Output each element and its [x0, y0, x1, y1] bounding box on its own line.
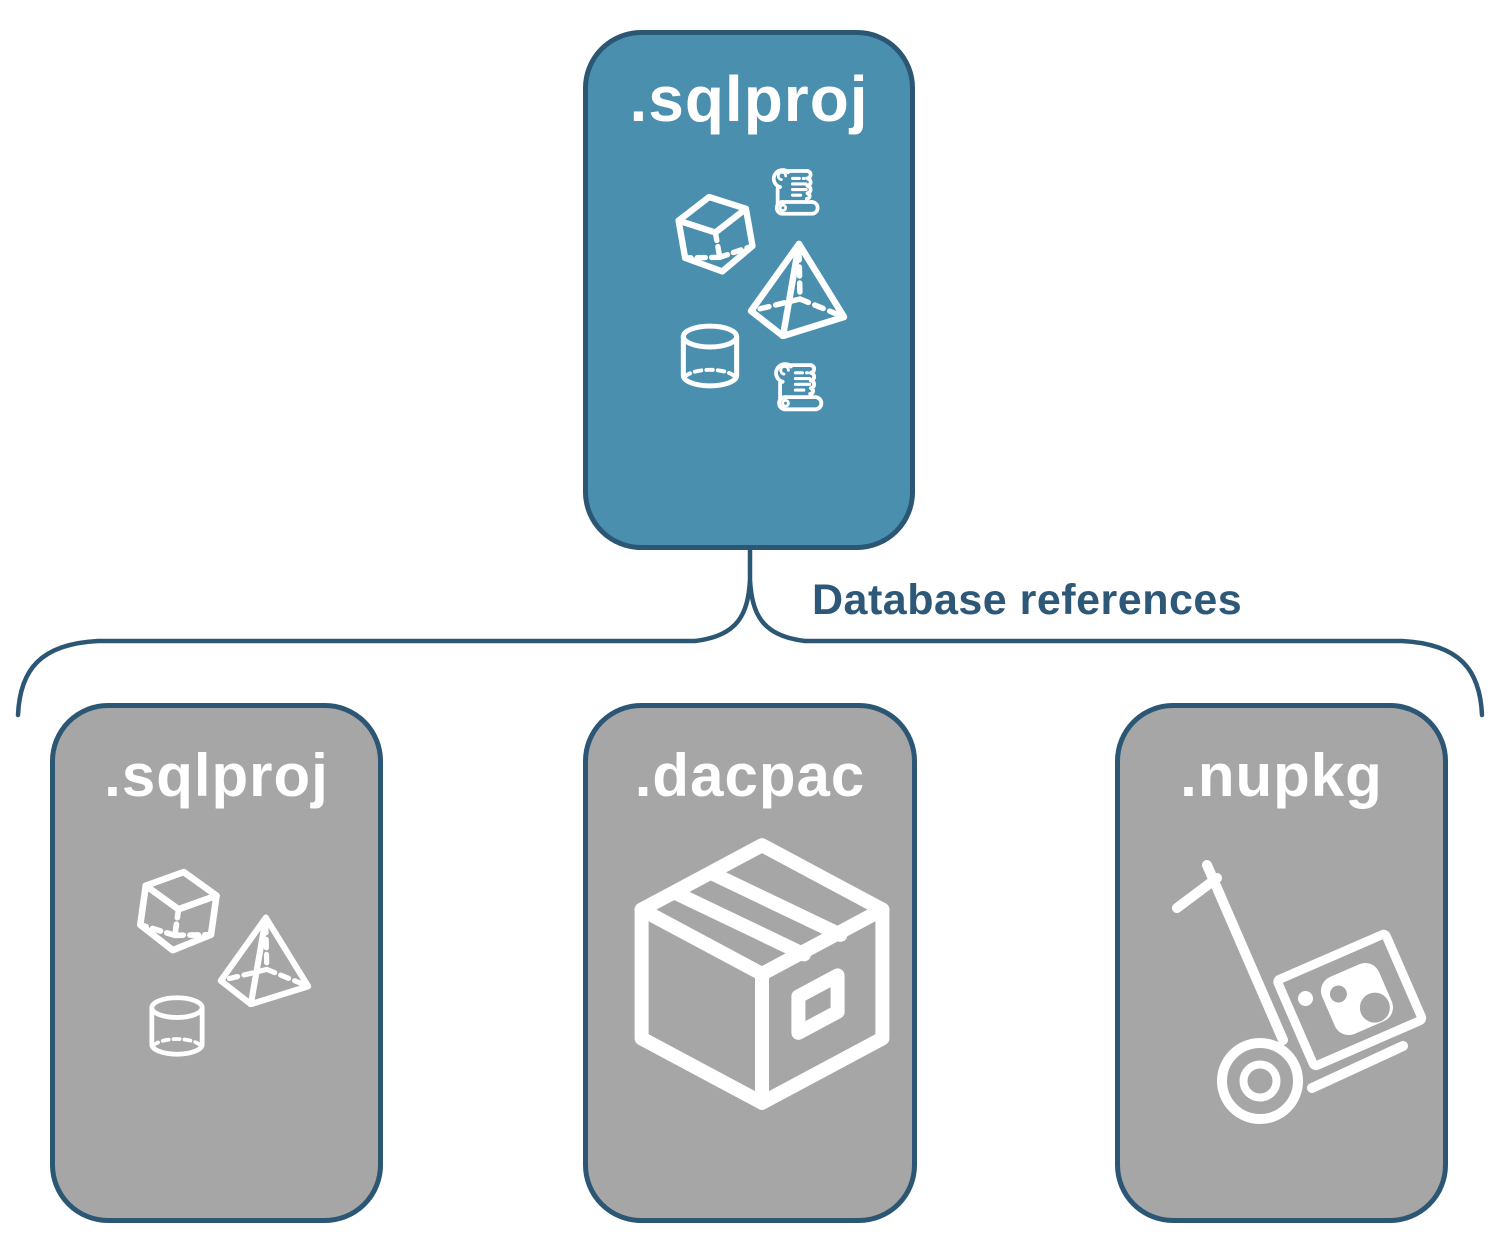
hand-truck-base	[1307, 1041, 1408, 1093]
scroll-icon	[766, 360, 830, 424]
hand-truck-hub	[1239, 1060, 1281, 1102]
nuget-package	[1273, 929, 1427, 1071]
scroll-icon	[764, 166, 826, 228]
pyramid-icon	[213, 913, 315, 1007]
node-root-sqlproj: .sqlproj	[583, 30, 915, 550]
pyramid-icon	[744, 239, 850, 339]
child-node-title: .sqlproj	[104, 742, 329, 809]
cylinder-icon	[674, 311, 746, 401]
cylinder-icon	[143, 983, 211, 1069]
child-node-title: .dacpac	[634, 742, 866, 809]
child-node-title: .nupkg	[1180, 742, 1383, 809]
connector-label: Database references	[812, 576, 1243, 624]
hand-truck-package-icon	[1172, 860, 1427, 1124]
node-child-nupkg: .nupkg	[1115, 703, 1448, 1223]
root-node-title: .sqlproj	[629, 63, 869, 135]
package-box-icon	[622, 834, 902, 1114]
hand-truck-rail	[1202, 860, 1288, 1045]
node-child-sqlproj: .sqlproj	[50, 703, 383, 1223]
hand-truck-grip	[1172, 873, 1222, 913]
node-child-dacpac: .dacpac	[583, 703, 917, 1223]
hand-truck-wheel	[1217, 1038, 1303, 1124]
brace-connector	[15, 545, 1485, 718]
